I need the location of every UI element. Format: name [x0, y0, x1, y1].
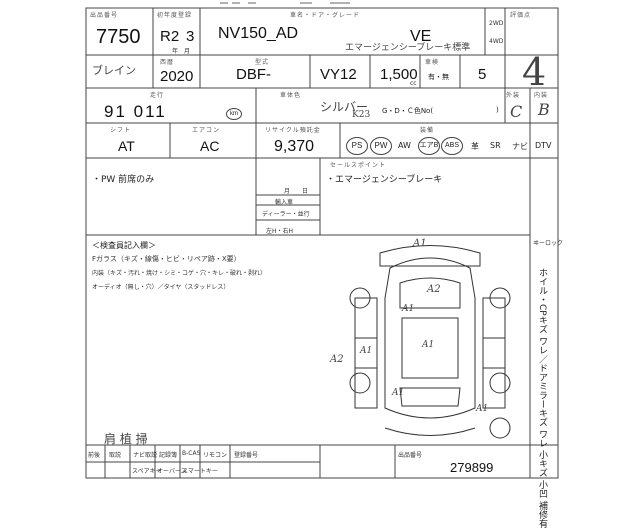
inspection-line2: 内装（キズ・汚れ・焼け・シミ・コゲ・穴・キレ・破れ・剥れ）: [92, 270, 267, 277]
type-label: 型式: [255, 59, 270, 66]
mark-left-door: A1: [360, 346, 373, 356]
month-day: 月 日: [284, 188, 309, 195]
body-color: シルバー: [320, 100, 369, 114]
inspection-title: ＜検査員記入欄＞: [92, 241, 156, 250]
sales-point: ・エマージェンシーブレーキ: [326, 175, 443, 185]
equip-dtv: DTV: [535, 141, 552, 150]
color-code: K23: [352, 110, 371, 120]
ac: AC: [200, 138, 220, 154]
lot-no: 7750: [96, 26, 141, 48]
wheel-front-right-icon: [489, 287, 511, 309]
equip-aw: AW: [398, 141, 411, 150]
equip-navi: ナビ: [512, 142, 528, 151]
note-left: ・PW 前席のみ: [92, 175, 155, 185]
side-note: ホイル・CPキズ ワレ／ドアミラーキズ ワレ 小キズ 小凹 補修有: [537, 268, 547, 528]
footer-navi-manual: ナビ取説: [133, 452, 158, 459]
grade-note: エマージェンシーブレーキ標準: [345, 43, 471, 53]
year-ad: 2020: [160, 68, 194, 85]
type-prefix: DBF-: [236, 66, 271, 83]
maker-note: ブレイン: [92, 64, 136, 77]
recycle-fee: 9,370: [274, 138, 315, 155]
car-name-label: 車名・ドア・グレード: [290, 12, 361, 19]
inspection-line1: Fガラス（キズ・線傷・ヒビ・リペア跡・X要）: [92, 255, 241, 263]
footer-bcas: B-CAS: [182, 450, 201, 457]
sales-point-label: セールスポイント: [330, 162, 387, 169]
footer-overs: オーバース: [157, 468, 187, 475]
import-label: 輸入車: [275, 199, 294, 206]
first-reg-year: R2: [160, 28, 180, 45]
mark-rear: A1: [392, 388, 405, 398]
footer-corner: 前後: [88, 452, 101, 459]
displacement: 1,500: [380, 66, 418, 83]
tax: 有・無: [428, 73, 449, 81]
wheel-front-left-icon: [349, 287, 371, 309]
equip-abs: ABS: [441, 137, 463, 155]
score: 4: [522, 50, 547, 94]
first-reg-label: 初年度登録: [157, 12, 193, 19]
gd-label: G・D・Ｃ色No(: [382, 107, 434, 115]
cc-unit: cc: [410, 80, 417, 87]
gd-end: ): [496, 106, 499, 114]
inspection-line3: オーディオ（無し・穴）／タイヤ（スタッドレス）: [92, 284, 230, 291]
grade: VE: [410, 28, 432, 45]
model-name: NV150_AD: [218, 25, 299, 42]
corner-note: ヰーロック: [533, 240, 564, 247]
color-label: 車体色: [280, 92, 302, 99]
km-unit: km: [226, 108, 242, 120]
year-label: 西暦: [160, 59, 175, 66]
mark-left-side: A2: [330, 354, 344, 365]
ext-label: 外装: [506, 92, 521, 99]
equip-label: 装備: [420, 127, 435, 134]
equip-airbag: エアB: [418, 137, 440, 155]
wheel-rear-right-icon: [489, 372, 511, 394]
equip-leather: 革: [471, 142, 479, 151]
lot-no-label: 出品番号: [90, 12, 119, 19]
inspector-sign: 肩 植 掃: [104, 432, 148, 446]
cert-label: 車検: [425, 59, 440, 66]
mark-center: A1: [422, 340, 435, 350]
spare-wheel-icon: [489, 417, 511, 439]
reg-no-label: 登録番号: [234, 452, 259, 459]
seats: 5: [478, 66, 487, 83]
mileage-label: 走行: [150, 92, 165, 99]
car-diagram: [349, 245, 511, 439]
int-label: 内装: [534, 92, 549, 99]
int-grade: B: [538, 100, 550, 119]
footer-spare-key: スペアキー: [132, 468, 162, 475]
drive-2wd: 2WD: [489, 20, 504, 27]
stock-label: 出品番号: [398, 452, 423, 459]
footer-manual: 取説: [109, 452, 122, 459]
equip-pw: PW: [370, 137, 392, 155]
dealer-label: ディーラー・並行: [262, 211, 310, 218]
mark-roof: A1: [413, 238, 427, 249]
stock-number: 279899: [450, 460, 494, 475]
sheet-grid: [85, 2, 559, 479]
recycle-label: リサイクル預託金: [265, 127, 321, 134]
mark-hood: A2: [427, 284, 441, 295]
mark-rear-right: A1: [476, 404, 489, 414]
shift: AT: [118, 138, 135, 154]
wheel-rear-left-icon: [349, 372, 371, 394]
ac-label: エアコン: [192, 127, 221, 134]
footer-record: 記録簿: [159, 452, 178, 459]
score-label: 評価点: [510, 12, 532, 19]
shift-label: シフト: [110, 127, 132, 134]
type-code: VY12: [320, 66, 357, 83]
footer-remote: リモコン: [203, 452, 228, 459]
mark-front: A1: [402, 304, 415, 314]
mileage: 91 011: [104, 102, 167, 121]
hand-label: 左H・右H: [266, 228, 294, 235]
drive-4wd: 4WD: [489, 38, 504, 45]
equip-ps: PS: [346, 137, 368, 155]
ext-grade: C: [510, 102, 523, 121]
equip-sr: SR: [490, 141, 501, 150]
first-reg-month: 3: [186, 28, 195, 45]
footer-smart-key: スマートキー: [182, 468, 218, 475]
